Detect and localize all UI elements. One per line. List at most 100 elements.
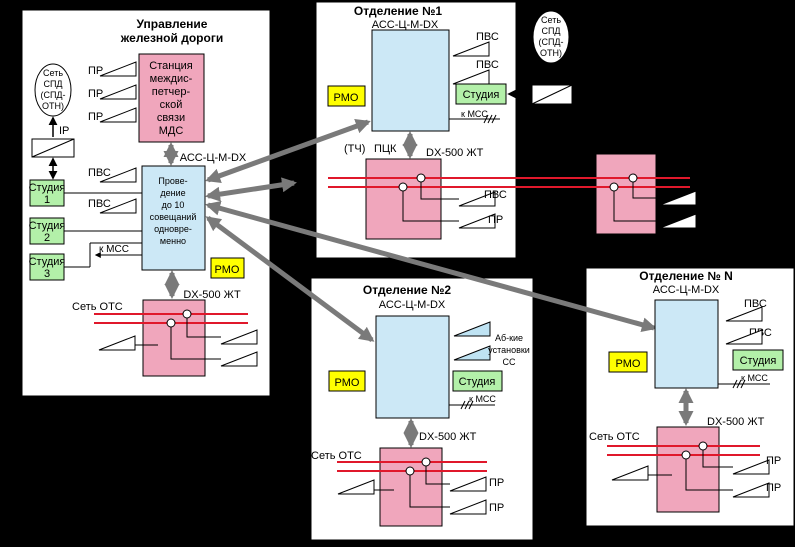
studio-label: Студия	[29, 182, 66, 194]
ip-label: IP	[59, 125, 69, 137]
pck-link-div1	[205, 119, 371, 183]
div1-studio[interactable]	[455, 83, 507, 105]
divN-controller-box[interactable]	[654, 299, 719, 389]
ots-label: Сеть ОТС	[525, 161, 576, 173]
div1-mss-label: к МСС	[461, 109, 488, 119]
junction-node	[182, 309, 192, 319]
pck-label: ПЦК	[274, 206, 297, 218]
pck-label: ПЦК	[274, 290, 297, 302]
spd-line: Сеть	[541, 15, 561, 25]
junction-node	[398, 182, 408, 192]
spd-line: СПД	[541, 26, 560, 36]
divN-rmo-button[interactable]	[608, 351, 648, 373]
div1-pck-label: ПЦК	[374, 143, 397, 155]
studio-label: Студия	[29, 220, 66, 232]
controller-text-line: совещаний	[150, 212, 197, 222]
div2-controller-label: АСС-Ц-М-DX	[379, 299, 446, 311]
main-title-line2: железной дороги	[120, 31, 223, 45]
junction-node	[166, 318, 176, 328]
div2-switch-box[interactable]	[379, 447, 443, 527]
div2-ab-line: Аб-кие	[495, 333, 523, 343]
divN-studio[interactable]	[732, 349, 784, 371]
spd-line: (СПД-	[538, 37, 563, 47]
div2-mss-hatch	[460, 400, 466, 410]
pr-label: ПР	[88, 88, 103, 100]
junction-node	[421, 457, 431, 467]
studio-label: Студия	[463, 89, 500, 101]
main-controller-label: АСС-Ц-М-DX	[180, 152, 247, 164]
junction-node	[628, 173, 638, 183]
pr-label: ПР	[489, 502, 504, 514]
studio-label: Студия	[29, 256, 66, 268]
mds-line: ской	[160, 99, 183, 111]
spd-line: ОТН)	[540, 48, 562, 58]
studio-number: 2	[44, 232, 50, 244]
div1-mss-hatch	[487, 114, 493, 124]
div2-controller-box[interactable]	[375, 315, 450, 419]
div1-rmo-button[interactable]	[327, 85, 366, 107]
controller-text-line: менно	[160, 236, 186, 246]
div1-pvs-switch: ПВС	[484, 189, 507, 201]
mds-line: МДС	[159, 125, 184, 137]
controller-text-line: Прове-	[158, 176, 187, 186]
div2-studio[interactable]	[452, 370, 503, 392]
spd-line: СПД	[43, 79, 62, 89]
div1-pr-switch: ПР	[488, 214, 503, 226]
pr-label: ПР	[766, 455, 781, 467]
switch-wire	[409, 475, 450, 508]
pr-label: ПР	[88, 111, 103, 123]
div2-rmo-button[interactable]	[328, 370, 366, 392]
div1-pvs-label: ПВС	[476, 59, 499, 71]
main-studio-1[interactable]	[29, 179, 65, 207]
div2-ots-label: Сеть ОТС	[311, 450, 362, 462]
pr-label: ПР	[88, 65, 103, 77]
div1-spd-ellipse	[532, 10, 570, 64]
main-controller-box[interactable]	[141, 165, 206, 271]
spd-line: ОТН)	[42, 101, 64, 111]
mds-line: петчер-	[152, 86, 191, 98]
divN-dx-label: DX-500 ЖТ	[707, 416, 765, 428]
main-switch-box[interactable]	[142, 299, 206, 377]
studio-number: 3	[44, 268, 50, 280]
main-ots-label: Сеть ОТС	[72, 301, 123, 313]
main-studio-3[interactable]	[29, 253, 65, 281]
div1-mss-hatch	[491, 114, 497, 124]
divN-controller-label: АСС-Ц-М-DX	[653, 284, 720, 296]
div1-controller-box[interactable]	[371, 29, 450, 132]
main-title-line1: Управление	[137, 17, 208, 31]
div1-tch-label: (ТЧ)	[344, 143, 365, 155]
rmo-label: РМО	[335, 377, 360, 389]
pck-link-div2	[205, 215, 375, 343]
pck-link-ots	[205, 177, 297, 202]
main-dx-label: DX-500 ЖТ	[183, 289, 241, 301]
div1-mss-hatch	[483, 114, 489, 124]
spd-line: Сеть	[43, 68, 63, 78]
div1-pvs-label: ПВС	[476, 31, 499, 43]
divN-switch-box[interactable]	[656, 426, 720, 513]
div1-ots-switch-box[interactable]	[595, 153, 657, 235]
spd-network-ellipse	[34, 63, 72, 117]
pck-label: ПЦК	[274, 131, 297, 143]
controller-text-line: дение	[160, 188, 185, 198]
div1-dx2-label: DX-500 ЖТ	[602, 141, 660, 153]
mds-station-box[interactable]	[138, 53, 205, 143]
controller-text-line: до 10	[162, 200, 185, 210]
pr-label: ПР	[489, 477, 504, 489]
terminal-icon	[659, 190, 697, 206]
rmo-label: РМО	[215, 264, 240, 276]
divN-ots-label: Сеть ОТС	[589, 431, 640, 443]
studio-label: Студия	[459, 376, 496, 388]
div1-controller-label: АСС-Ц-М-DX	[372, 19, 439, 31]
switch-wire	[685, 459, 733, 491]
div1-pr-switch2: ПР	[697, 214, 712, 226]
main-studio-2[interactable]	[29, 217, 65, 245]
mds-line: междис-	[150, 73, 193, 85]
divN-mss-hatch	[740, 379, 746, 389]
controller-text-line: одновре-	[154, 224, 192, 234]
terminal-icon	[659, 213, 697, 229]
switch-wire	[613, 191, 660, 222]
pr-label: ПР	[766, 482, 781, 494]
switch-wire	[170, 327, 221, 360]
rmo-label: РМО	[334, 92, 359, 104]
